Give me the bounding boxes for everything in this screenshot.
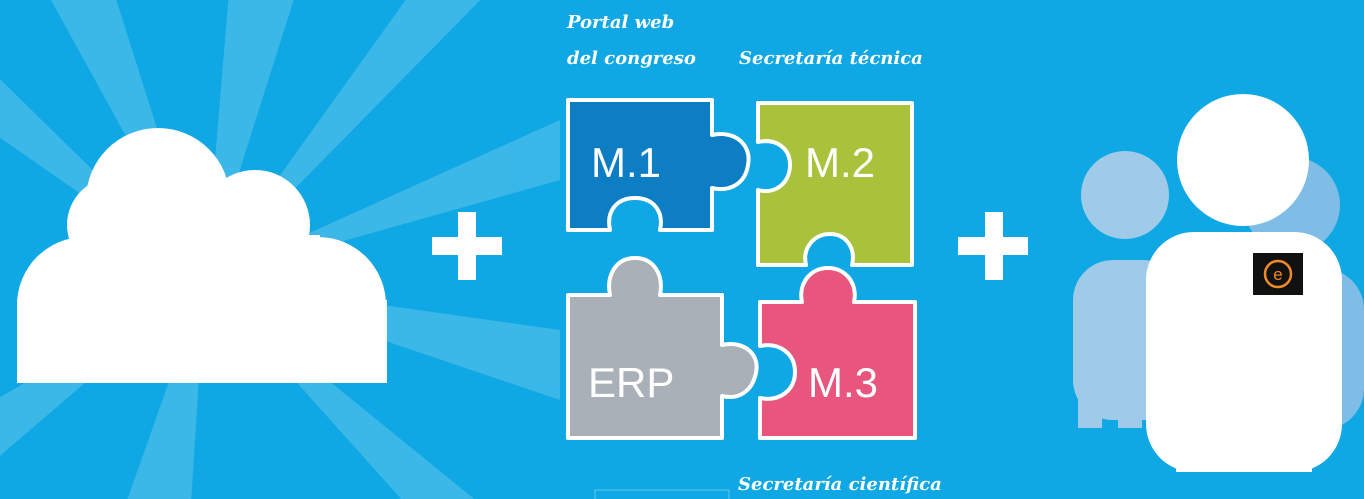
cloud-icon xyxy=(17,128,387,383)
caption-portal-line2: del congreso xyxy=(567,48,696,69)
puzzle-piece-m2 xyxy=(756,101,914,267)
puzzle-piece-erp xyxy=(566,256,759,440)
decorative-frame xyxy=(594,489,730,499)
caption-secretaria-cientifica: Secretaría científica xyxy=(738,474,942,495)
piece-label-m3: M.3 xyxy=(808,359,879,406)
people-icon xyxy=(1073,94,1364,472)
piece-label-m1: M.1 xyxy=(591,139,662,186)
puzzle-piece-m3 xyxy=(758,266,917,440)
caption-secretaria-tecnica: Secretaría técnica xyxy=(739,48,923,69)
caption-portal-line1: Portal web xyxy=(567,12,675,33)
piece-label-erp: ERP xyxy=(588,359,675,406)
badge-icon: e xyxy=(1253,253,1303,295)
puzzle-piece-m1 xyxy=(566,98,751,232)
plus-icon xyxy=(958,212,1028,280)
piece-label-m2: M.2 xyxy=(805,139,876,186)
badge-letter: e xyxy=(1273,265,1282,284)
plus-icon xyxy=(432,212,502,280)
